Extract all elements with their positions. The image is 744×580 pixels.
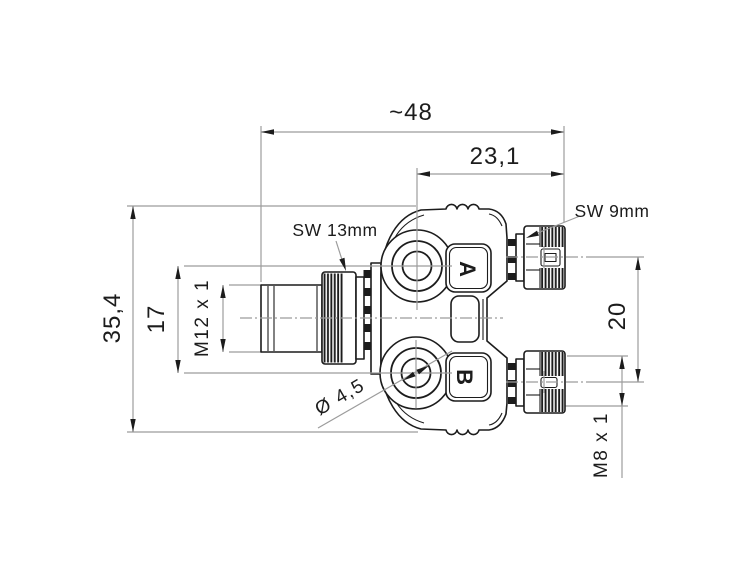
dim-overall-height: 35,4: [99, 293, 126, 344]
m12-knurl-texture: [323, 273, 344, 363]
centerlines: [184, 168, 586, 408]
hole-diameter-leader: [317, 350, 453, 429]
distributor-body: A B: [379, 203, 508, 436]
port-a-plate: [445, 243, 492, 293]
label-m8-wrench-size: SW 9mm: [575, 201, 650, 221]
dim-hole-spacing: 17: [143, 305, 170, 334]
port-b-label: B: [452, 369, 477, 385]
port-b-plate: [445, 352, 492, 402]
port-b-clamp-teeth: [508, 363, 516, 404]
sw9-leader: [529, 215, 581, 237]
dim-overall-length: ~48: [389, 99, 433, 126]
dimension-lines: [127, 126, 644, 478]
center-label-recess: [450, 295, 480, 343]
port-a-label: A: [455, 261, 480, 277]
dim-m8-port-offset: 23,1: [470, 143, 521, 170]
dim-hole-diameter: Ø 4,5: [312, 375, 369, 420]
dim-m12-thread: M12 x 1: [192, 279, 213, 357]
m12-clamp-teeth: [363, 270, 371, 350]
port-a-clamp-teeth: [508, 239, 516, 280]
label-m12-wrench-size: SW 13mm: [292, 220, 377, 240]
dimension-labels: ~48 23,1 35,4 17 M12 x 1 20 M8 x 1 SW 13…: [99, 99, 649, 478]
m8-port-a: [508, 225, 566, 290]
dimension-arrows: [130, 129, 641, 432]
dim-m8-thread: M8 x 1: [591, 412, 612, 478]
dim-m8-port-spacing: 20: [604, 302, 631, 331]
